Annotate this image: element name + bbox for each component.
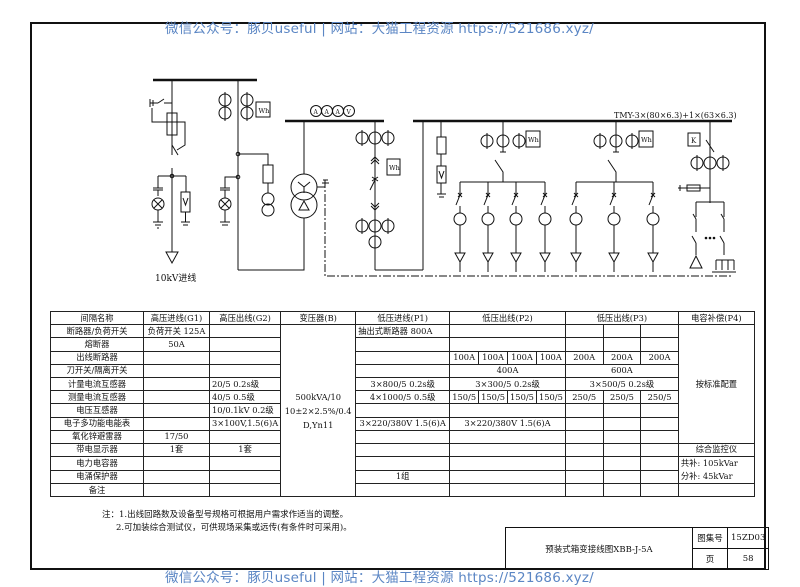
cable-head-icon <box>482 252 494 272</box>
header-cell: 高压出线(G2) <box>208 310 282 326</box>
title-block: 预装式箱变接线图XBB-J-5A 图集号 15ZD03 页 58 <box>505 527 770 570</box>
cable-head-icon <box>510 252 522 272</box>
current-transformer-icon <box>453 212 467 226</box>
table-header-row: 间隔名称 高压进线(G1) 高压出线(G2) 变压器(B) 低压进线(P1) 低… <box>50 310 755 326</box>
circuit-breaker-icon <box>455 182 463 213</box>
arrester-icon <box>180 191 191 213</box>
surge-protector-branch <box>436 121 447 198</box>
busbar-spec-label: TMY-3×(80×6.3)+1×(63×6.3) <box>614 111 737 120</box>
circuit-breaker-icon <box>571 182 579 213</box>
energy-meter-label: Wh <box>528 136 539 144</box>
circuit-breaker-icon <box>511 182 519 213</box>
transformer-icon <box>290 121 329 219</box>
current-transformer-icon <box>538 212 552 226</box>
cable-head-icon <box>165 251 179 265</box>
cable-head-icon <box>647 252 659 272</box>
energy-meter-icon <box>255 101 271 118</box>
circuit-breaker-icon <box>648 182 656 213</box>
watermark-bottom: 微信公众号：豚贝useful | 网站：大猫工程资源 https://52168… <box>165 570 594 586</box>
atlas-number: 15ZD03 <box>726 527 770 549</box>
header-cell: 间隔名称 <box>50 310 144 326</box>
header-cell: 低压出线(P2) <box>449 310 566 326</box>
current-transformer-icon <box>609 134 623 148</box>
ammeter-symbol: A <box>335 109 341 116</box>
earth-line <box>324 180 732 277</box>
current-transformer-icon <box>646 212 660 226</box>
header-cell: 低压出线(P3) <box>564 310 679 326</box>
current-transformer-icon <box>607 212 621 226</box>
cable-head-icon <box>570 252 582 272</box>
circuit-breaker-icon <box>483 182 491 213</box>
p1-incoming-circuit: Wh <box>355 121 423 271</box>
page-label: 页 <box>692 548 728 570</box>
controller-k-icon <box>687 132 701 147</box>
single-line-diagram: 10kV进线 Wh A A A V Wh <box>149 78 737 284</box>
p4-capacitor-circuit: K <box>678 121 736 273</box>
cable-head-icon <box>454 252 466 272</box>
g1-incoming-circuit <box>149 80 191 265</box>
earth-switch-icon <box>149 98 172 107</box>
circuit-breaker-icon <box>540 182 548 213</box>
capacitor-star-icon <box>712 259 736 273</box>
note-1: 注：1.出线回路数及设备型号规格可根据用户需求作适当的调整。 <box>102 510 349 520</box>
current-transformer-icon <box>496 134 510 148</box>
disconnect-switch-icon <box>494 159 504 182</box>
vt-fuse-icon <box>262 164 274 184</box>
drawing-frame <box>30 22 766 570</box>
energy-meter-label: Wh <box>641 136 652 144</box>
outgoing-feeders: Wh Wh <box>453 121 660 272</box>
incoming-label: 10kV进线 <box>155 272 196 284</box>
current-transformer-icon <box>569 212 583 226</box>
header-cell: 高压进线(G1) <box>143 310 210 326</box>
voltage-transformer-icon <box>261 192 275 206</box>
load-switch-icon <box>171 144 179 156</box>
drawing-title: 预装式箱变接线图XBB-J-5A <box>505 527 693 570</box>
current-transformer-icon <box>481 212 495 226</box>
header-cell: 变压器(B) <box>280 310 357 326</box>
atlas-label: 图集号 <box>692 527 728 549</box>
cable-head-icon <box>608 252 620 272</box>
watermark-top: 微信公众号：豚贝useful | 网站：大猫工程资源 https://52168… <box>165 21 594 37</box>
cable-head-icon <box>539 252 551 272</box>
energy-meter-icon <box>525 130 541 148</box>
page-number: 58 <box>726 548 770 570</box>
circuit-breaker-icon <box>609 182 617 213</box>
fuse-icon <box>166 112 178 136</box>
table-row: 备注 <box>50 483 755 498</box>
ammeter-symbol: A <box>313 109 319 116</box>
panel-meters: A A A V <box>310 105 355 117</box>
energy-meter-label: Wh <box>389 164 400 172</box>
note-2: 2.可加装综合测试仪，可供现场采集或远传(有条件时可采用)。 <box>116 523 352 533</box>
g2-outgoing-circuit: Wh <box>218 80 305 271</box>
energy-meter-icon <box>638 130 654 148</box>
capacitor-delta-icon <box>689 254 703 269</box>
disconnect-switch-icon <box>607 159 617 182</box>
header-cell: 电容补偿(P4) <box>677 310 755 326</box>
current-transformer-icon <box>509 212 523 226</box>
ammeter-symbol: A <box>324 109 330 116</box>
equipment-table: 间隔名称 高压进线(G1) 高压出线(G2) 变压器(B) 低压进线(P1) 低… <box>50 310 755 498</box>
energy-meter-label: Wh <box>259 107 270 115</box>
controller-label: K <box>691 137 697 145</box>
voltmeter-symbol: V <box>346 109 352 116</box>
circuit-breaker-icon <box>369 176 379 191</box>
header-cell: 低压进线(P1) <box>355 310 451 326</box>
energy-meter-icon <box>386 158 401 176</box>
